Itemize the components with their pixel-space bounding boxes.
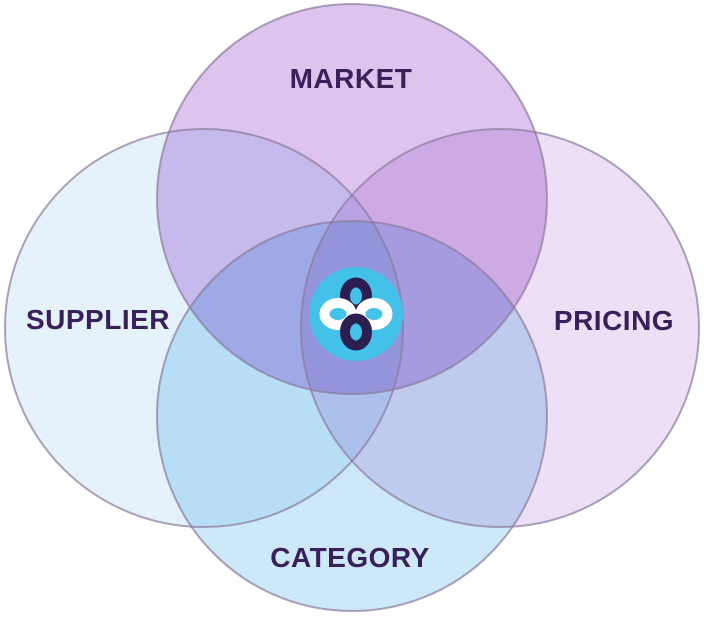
supplier-circle-outline xyxy=(4,128,404,528)
category-label: CATEGORY xyxy=(270,542,430,573)
logo-white-left-loop-icon xyxy=(319,298,357,330)
venn-labels: MARKET SUPPLIER PRICING CATEGORY xyxy=(26,63,674,573)
supplier-label: SUPPLIER xyxy=(26,304,170,335)
logo-dark-top-loop-icon xyxy=(340,277,372,315)
venn-circle-outlines xyxy=(4,3,700,612)
market-label: MARKET xyxy=(290,63,413,94)
pricing-circle-outline xyxy=(300,128,700,528)
center-logo xyxy=(309,267,403,361)
logo-white-right-loop-icon xyxy=(355,298,393,330)
pricing-label: PRICING xyxy=(554,305,674,336)
category-circle-outline xyxy=(156,220,548,612)
logo-dark-bottom-loop-icon xyxy=(340,313,372,351)
category-circle xyxy=(157,221,547,611)
venn-circle-fills xyxy=(5,4,699,611)
market-circle-outline xyxy=(156,3,548,395)
